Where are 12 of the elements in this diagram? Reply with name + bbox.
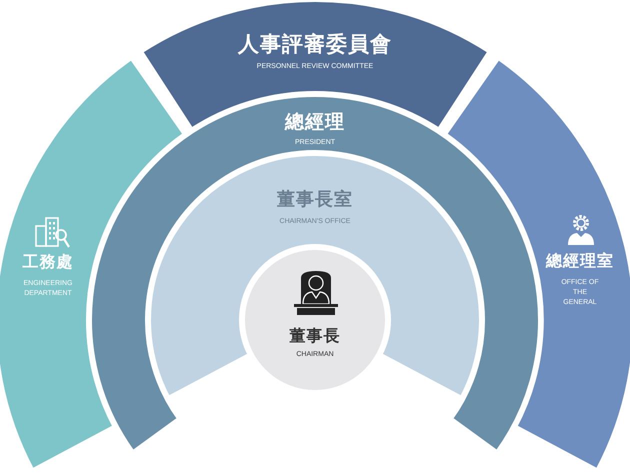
unit-name: 工務處	[22, 252, 74, 273]
ring-segment	[90, 95, 540, 452]
unit-name: 人事評審委員會	[238, 31, 392, 58]
ring-segment	[140, 0, 490, 130]
unit-name: 董事長室	[277, 188, 353, 211]
ring-segment	[149, 154, 481, 398]
unit-name: 董事長	[290, 326, 340, 347]
ring-segment	[445, 58, 630, 470]
unit-name: 總經理	[285, 110, 345, 135]
center-circle	[243, 248, 387, 392]
ring-segment	[0, 58, 185, 470]
unit-name: 總經理室	[546, 250, 614, 272]
